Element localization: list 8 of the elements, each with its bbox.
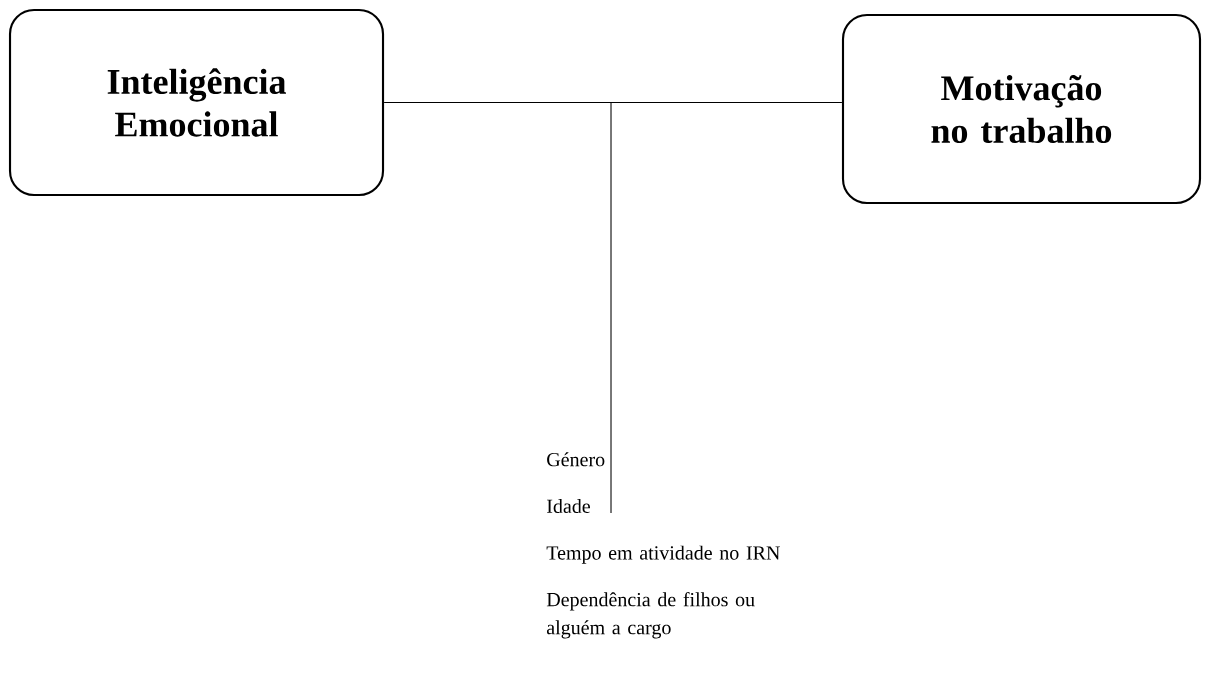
rounded-box: Inteligência Emocional xyxy=(8,8,385,197)
moderator-text: Dependência de filhos ou alguém a cargo xyxy=(546,592,755,639)
connector-line xyxy=(383,101,843,104)
moderator-text: Tempo em atividade no IRN xyxy=(546,545,780,564)
rounded-box: Motivação no trabalho xyxy=(841,13,1202,205)
moderator-text: Idade xyxy=(547,498,590,513)
connector-line xyxy=(610,101,612,514)
moderator-text: Género xyxy=(547,452,605,467)
